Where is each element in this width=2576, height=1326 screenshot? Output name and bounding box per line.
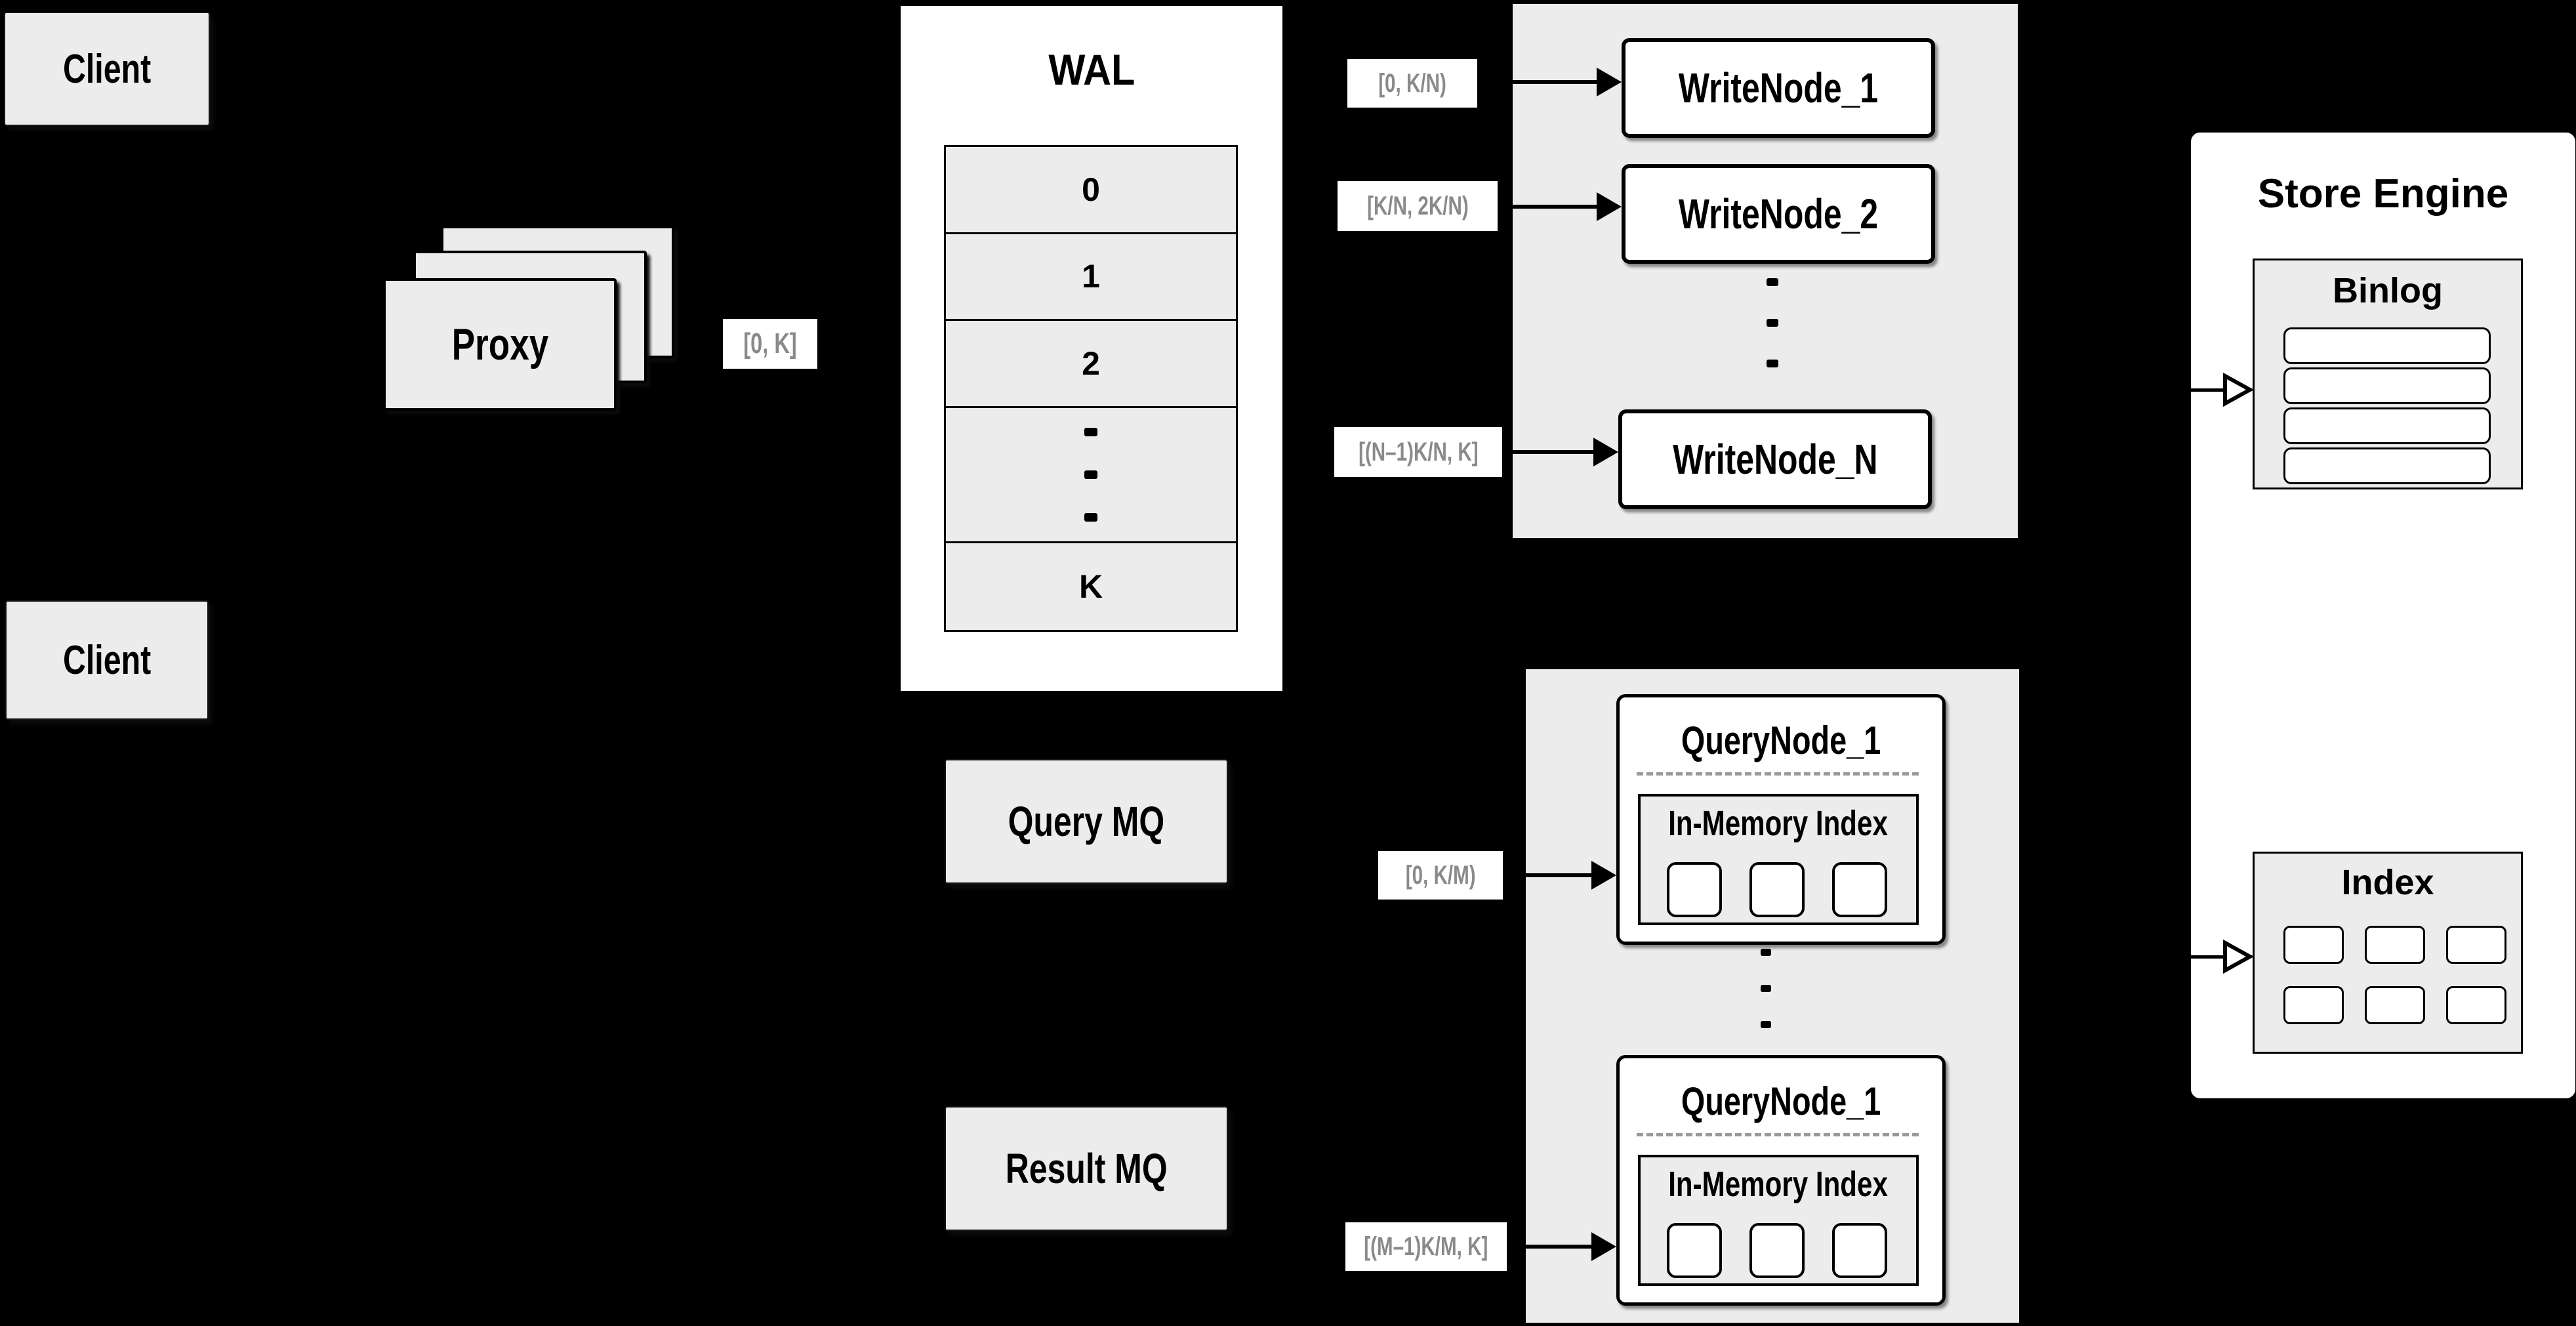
arrow-line — [1502, 450, 1595, 454]
range-label-text: [(N–1)K/N, K] — [1358, 437, 1479, 466]
range-label-n1kn-k: [(N–1)K/N, K] — [1334, 427, 1502, 477]
in-memory-index-title: In-Memory Index — [1668, 804, 1889, 843]
in-memory-index-title: In-Memory Index — [1668, 1165, 1889, 1204]
write-node-label: WriteNode_2 — [1678, 190, 1879, 238]
range-label-0-km: [0, K/M) — [1378, 851, 1503, 900]
range-label-text: [0, K] — [743, 327, 797, 360]
in-memory-index-title-wrap: In-Memory Index — [1641, 1163, 1916, 1206]
index-slot — [1667, 1223, 1722, 1278]
range-label-m1km-k: [(M–1)K/M, K] — [1345, 1222, 1507, 1271]
dashed-divider — [1637, 772, 1919, 776]
index-slot — [1749, 862, 1805, 917]
index-cell — [2283, 986, 2344, 1024]
vertical-ellipsis-icon — [1765, 278, 1780, 367]
write-node-label: WriteNode_N — [1672, 436, 1878, 483]
wal-title-wrap: WAL — [901, 40, 1282, 99]
index-cell — [2365, 986, 2425, 1024]
proxy-label: Proxy — [451, 320, 548, 369]
wal-segment-row: 1 — [946, 232, 1236, 320]
range-label-0-kn: [0, K/N) — [1347, 59, 1477, 108]
write-node-label: WriteNode_1 — [1678, 64, 1879, 112]
solid-arrow-icon — [1597, 192, 1622, 221]
arrow-line — [2191, 388, 2225, 392]
index-title: Index — [2341, 863, 2434, 902]
arrow-line — [1498, 205, 1598, 209]
client-box-top: Client — [4, 12, 210, 126]
index-box: Index — [2253, 852, 2523, 1054]
binlog-row — [2283, 367, 2491, 404]
query-node-title: QueryNode_1 — [1681, 1079, 1881, 1123]
range-label-0-k: [0, K] — [723, 319, 817, 369]
binlog-row — [2283, 327, 2491, 364]
index-cell — [2283, 926, 2344, 964]
store-engine-title: Store Engine — [2257, 171, 2509, 217]
hollow-arrow-icon — [2223, 940, 2253, 974]
index-slot — [1667, 862, 1722, 917]
store-engine-panel: Store Engine Binlog Index — [2188, 130, 2576, 1101]
solid-arrow-icon — [1593, 438, 1618, 466]
client-box-bottom: Client — [5, 600, 209, 720]
wal-ellipsis-row — [946, 405, 1236, 542]
query-node-top: QueryNode_1 In-Memory Index — [1616, 694, 1946, 945]
index-title-wrap: Index — [2255, 859, 2521, 906]
wal-panel: WAL 0 1 2 K — [899, 4, 1284, 693]
query-mq-box: Query MQ — [945, 759, 1228, 884]
store-engine-title-wrap: Store Engine — [2191, 164, 2575, 223]
in-memory-index-title-wrap: In-Memory Index — [1641, 802, 1916, 845]
wal-title: WAL — [1048, 45, 1135, 94]
arrow-line — [1477, 80, 1598, 84]
wal-segment-row: 0 — [946, 147, 1236, 232]
wal-segment-row: 2 — [946, 319, 1236, 406]
dashed-divider — [1637, 1133, 1919, 1136]
query-node-title-wrap: QueryNode_1 — [1620, 1073, 1942, 1129]
range-label-kn-2kn: [K/N, 2K/N) — [1338, 181, 1498, 231]
index-cell — [2446, 986, 2506, 1024]
query-node-title-wrap: QueryNode_1 — [1620, 712, 1942, 768]
index-slot — [1832, 862, 1887, 917]
arrow-line — [1503, 873, 1593, 877]
write-node-n: WriteNode_N — [1618, 409, 1932, 509]
query-node-bottom: QueryNode_1 In-Memory Index — [1616, 1055, 1946, 1306]
binlog-row — [2283, 447, 2491, 484]
index-slot — [1832, 1223, 1887, 1278]
result-mq-label: Result MQ — [1005, 1145, 1168, 1192]
write-node-2: WriteNode_2 — [1622, 164, 1935, 264]
write-node-1: WriteNode_1 — [1622, 38, 1935, 138]
in-memory-index-box: In-Memory Index — [1638, 794, 1919, 925]
arrow-line — [2191, 955, 2225, 959]
solid-arrow-icon — [1597, 68, 1622, 96]
query-node-title: QueryNode_1 — [1681, 718, 1881, 762]
binlog-title: Binlog — [2333, 271, 2443, 310]
client-label: Client — [62, 46, 152, 92]
index-cell — [2365, 926, 2425, 964]
binlog-box: Binlog — [2253, 259, 2523, 489]
wal-segment-row: K — [946, 541, 1236, 630]
hollow-arrow-icon — [2223, 373, 2253, 407]
solid-arrow-icon — [1591, 861, 1616, 890]
vertical-ellipsis-icon — [1084, 428, 1097, 522]
range-label-text: [K/N, 2K/N) — [1366, 191, 1469, 220]
solid-arrow-icon — [1591, 1232, 1616, 1261]
range-label-text: [0, K/M) — [1405, 860, 1476, 890]
index-cell — [2446, 926, 2506, 964]
range-label-text: [0, K/N) — [1378, 68, 1446, 98]
binlog-row — [2283, 407, 2491, 444]
result-mq-box: Result MQ — [945, 1106, 1228, 1231]
client-label: Client — [62, 637, 152, 683]
vertical-ellipsis-icon — [1758, 949, 1774, 1028]
range-label-text: [(M–1)K/M, K] — [1364, 1232, 1488, 1261]
index-slot — [1749, 1223, 1805, 1278]
wal-segment-table: 0 1 2 K — [944, 145, 1238, 632]
binlog-title-wrap: Binlog — [2255, 267, 2521, 314]
arrow-line — [1507, 1245, 1593, 1249]
query-mq-label: Query MQ — [1008, 798, 1165, 845]
proxy-card-front: Proxy — [383, 278, 617, 411]
in-memory-index-box: In-Memory Index — [1638, 1155, 1919, 1286]
